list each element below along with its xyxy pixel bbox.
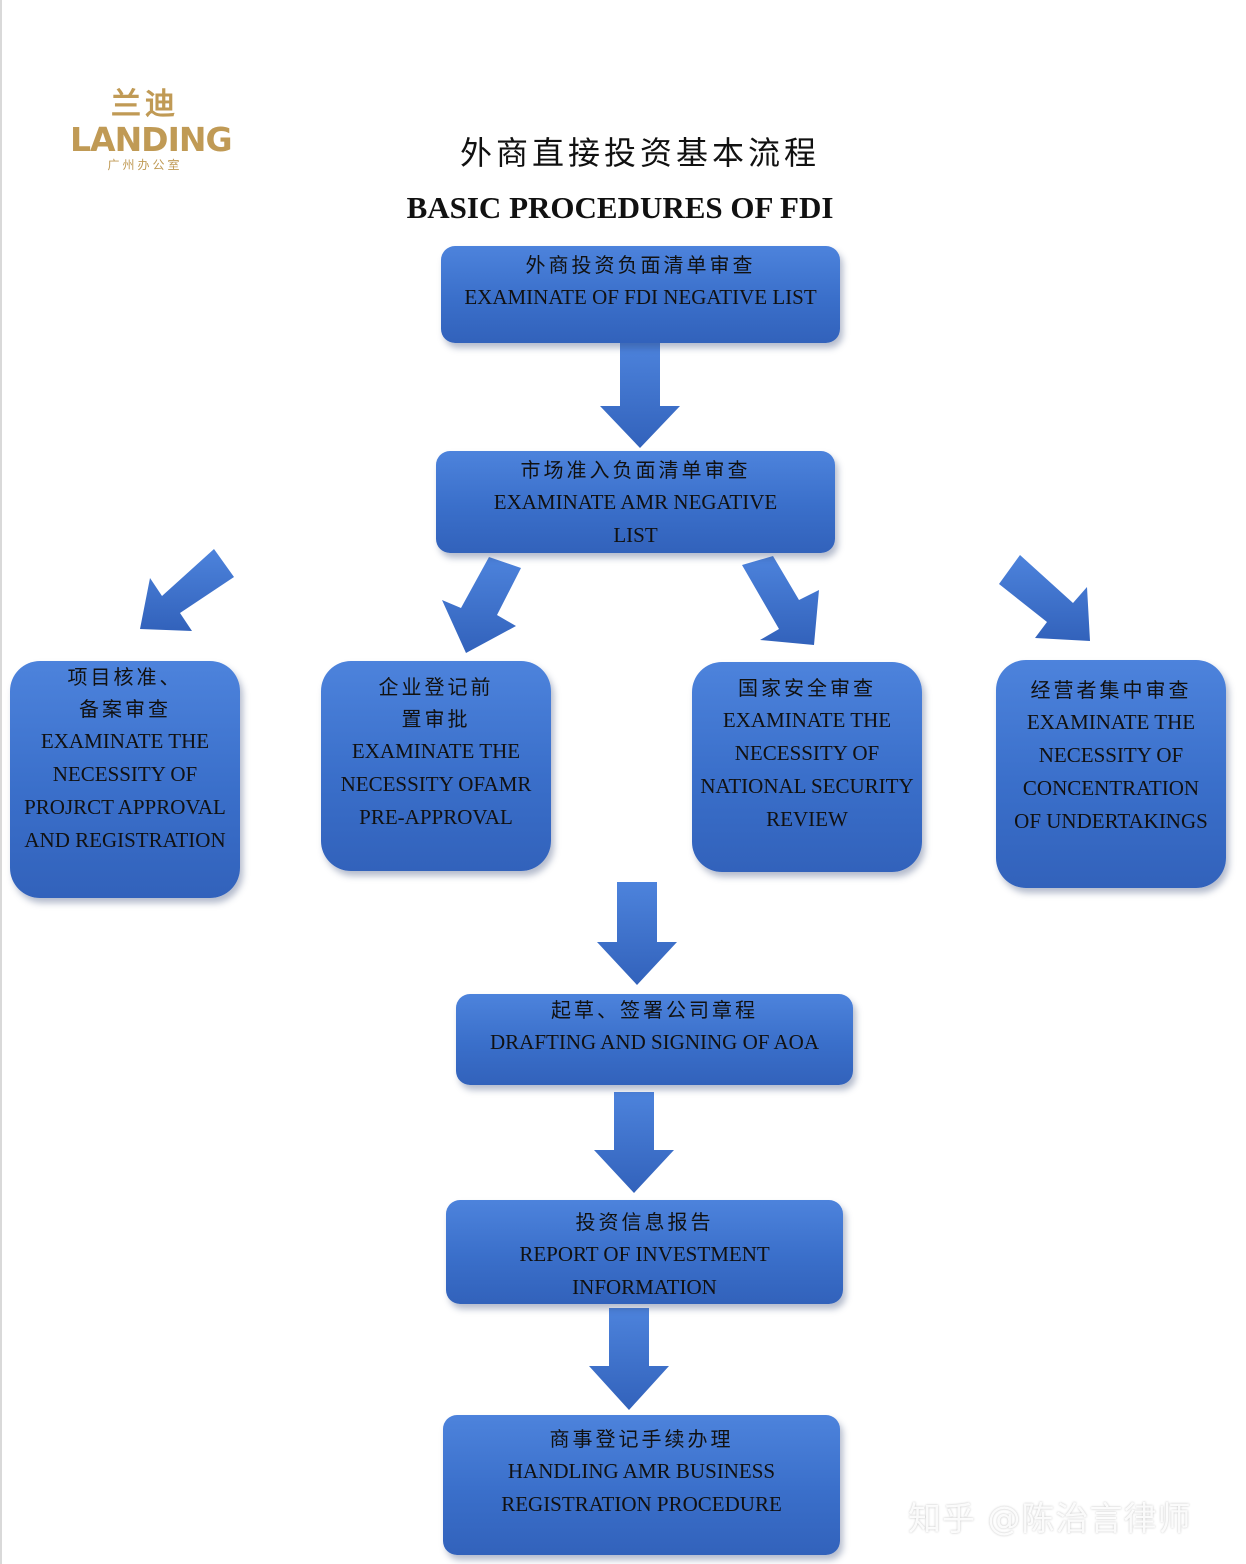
arrow-diagonal-left-far: [140, 549, 234, 631]
watermark: 知乎 @陈治言律师: [908, 1499, 1192, 1538]
node-fdi-negative-list-en: EXAMINATE OF FDI NEGATIVE LIST: [464, 285, 817, 309]
node-project-approval-cn: 项目核准、备案审查: [67, 665, 183, 721]
node-amr-negative-list-cn: 市场准入负面清单审查: [520, 458, 751, 482]
page-border: [0, 0, 2, 1564]
node-project-approval: 项目核准、备案审查 EXAMINATE THE NECESSITY OF PRO…: [10, 661, 240, 898]
node-concentration-en: EXAMINATE THE NECESSITY OF CONCENTRATION…: [1014, 710, 1208, 833]
node-amr-negative-list-en: EXAMINATE AMR NEGATIVE LIST: [493, 490, 778, 547]
node-amr-pre-approval-en: EXAMINATE THE NECESSITY OFAMR PRE-APPROV…: [340, 739, 532, 829]
node-national-security-cn: 国家安全审查: [738, 676, 876, 700]
node-aoa-en: DRAFTING AND SIGNING OF AOA: [489, 1030, 820, 1054]
node-business-registration-en: HANDLING AMR BUSINESS REGISTRATION PROCE…: [501, 1459, 782, 1516]
node-aoa: 起草、签署公司章程 DRAFTING AND SIGNING OF AOA: [456, 994, 853, 1085]
node-amr-pre-approval: 企业登记前置审批 EXAMINATE THE NECESSITY OFAMR P…: [321, 661, 551, 871]
node-project-approval-en: EXAMINATE THE NECESSITY OF PROJRCT APPRO…: [24, 729, 226, 852]
node-investment-report-en: REPORT OF INVESTMENT INFORMATION: [519, 1242, 770, 1299]
arrow-down-3: [594, 1092, 674, 1193]
node-national-security: 国家安全审查 EXAMINATE THE NECESSITY OF NATION…: [692, 662, 922, 872]
node-business-registration: 商事登记手续办理 HANDLING AMR BUSINESS REGISTRAT…: [443, 1415, 840, 1555]
node-business-registration-cn: 商事登记手续办理: [549, 1427, 734, 1451]
arrow-diagonal-left-near: [442, 557, 521, 653]
node-aoa-cn: 起草、签署公司章程: [551, 998, 758, 1022]
node-amr-negative-list: 市场准入负面清单审查 EXAMINATE AMR NEGATIVE LIST: [436, 451, 835, 553]
landing-logo: 兰迪 LANDING 广州办公室: [70, 87, 233, 173]
logo-english-name: LANDING: [70, 120, 233, 159]
node-investment-report-cn: 投资信息报告: [575, 1210, 714, 1234]
node-national-security-en: EXAMINATE THE NECESSITY OF NATIONAL SECU…: [700, 708, 914, 831]
node-concentration: 经营者集中审查 EXAMINATE THE NECESSITY OF CONCE…: [996, 660, 1226, 888]
logo-office-name: 广州办公室: [107, 158, 183, 172]
node-fdi-negative-list-cn: 外商投资负面清单审查: [525, 253, 756, 277]
title-english: BASIC PROCEDURES OF FDI: [406, 190, 834, 225]
node-amr-pre-approval-cn: 企业登记前置审批: [378, 675, 494, 731]
arrow-down-2: [597, 882, 677, 985]
node-investment-report: 投资信息报告 REPORT OF INVESTMENT INFORMATION: [446, 1200, 843, 1304]
node-concentration-cn: 经营者集中审查: [1030, 678, 1192, 702]
arrow-diagonal-right-far: [999, 555, 1090, 641]
node-fdi-negative-list: 外商投资负面清单审查 EXAMINATE OF FDI NEGATIVE LIS…: [441, 246, 840, 343]
arrow-diagonal-right-near: [742, 556, 819, 645]
logo-chinese-name: 兰迪: [111, 87, 179, 122]
arrow-down-4: [589, 1308, 669, 1410]
title-chinese: 外商直接投资基本流程: [459, 134, 820, 172]
arrow-down-1: [600, 343, 680, 448]
